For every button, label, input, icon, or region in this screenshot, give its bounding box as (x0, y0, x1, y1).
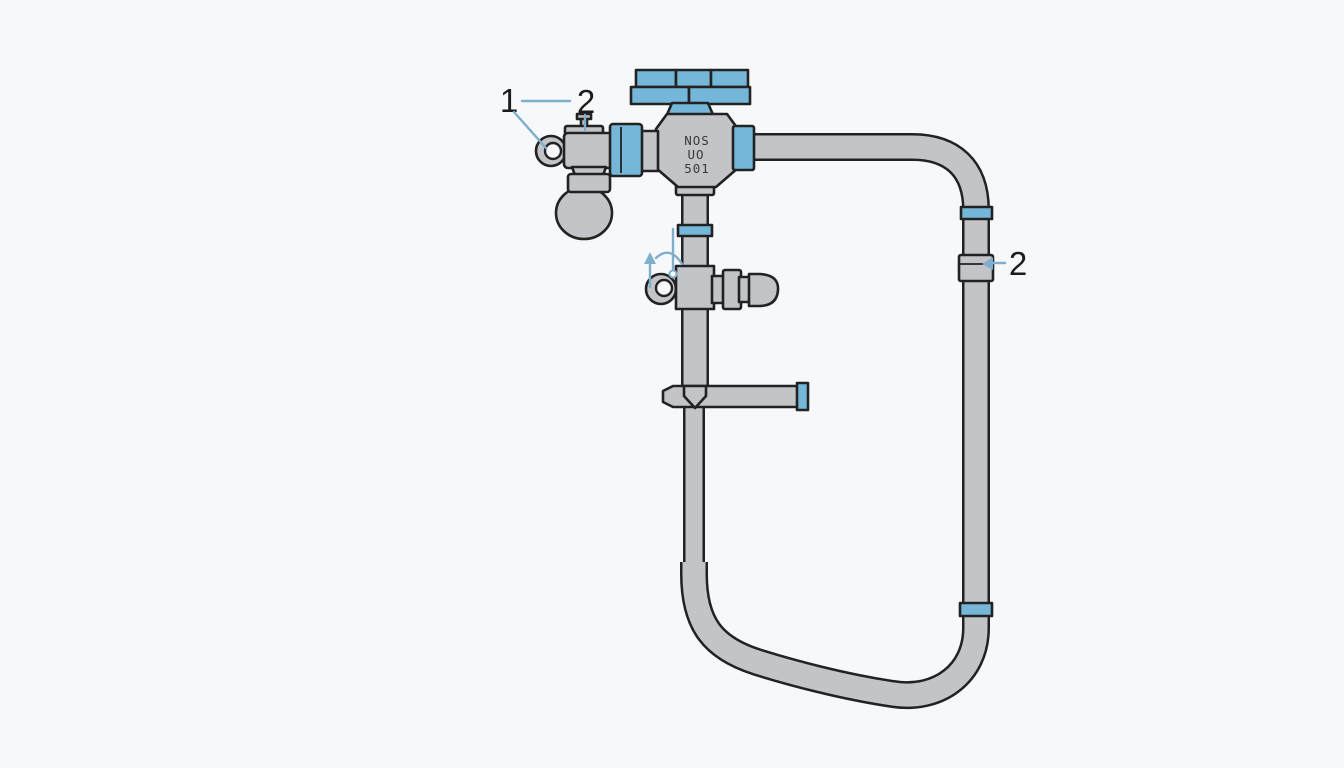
callout-2-top-label: 2 (577, 83, 595, 120)
coupling-nut-left (608, 122, 660, 178)
pipe-run-fills (682, 135, 988, 707)
spud-flange-cap (795, 381, 810, 412)
pull-ring-hole (543, 141, 563, 161)
valve-handwheel (629, 68, 752, 106)
riser-vee-joint (682, 384, 708, 410)
motion-annotation (644, 227, 684, 289)
annotation-point-dot (668, 269, 678, 279)
callout-2-right-arrowhead (982, 257, 993, 270)
drip-bulb (554, 185, 614, 241)
loop-slip-band-lower (958, 601, 994, 618)
callout-1-leader-to-ring (512, 110, 548, 150)
tee-body (674, 264, 716, 311)
pipe-run-outlines (680, 133, 990, 710)
stop-valve-body (562, 131, 615, 170)
callout-2-right: 2 (982, 245, 1027, 282)
pull-ring-lower-hole (654, 278, 674, 298)
cross-fitting (661, 381, 810, 412)
breaker-end-cap (747, 272, 780, 308)
callout-1-label: 1 (500, 82, 518, 119)
lift-arrow-head (644, 252, 656, 264)
coupling-nut-right (731, 124, 756, 172)
supply-loop-pipe (680, 133, 990, 710)
loop-slip-band-upper (959, 205, 994, 221)
riser-slip-band (676, 223, 714, 238)
rotate-arc (654, 251, 684, 266)
stop-valve-assembly (534, 112, 660, 241)
drip-collar (566, 172, 612, 194)
valve-marking-line3: 501 (684, 161, 710, 176)
vacuum-breaker-tee (644, 264, 780, 311)
valve-marking-line2: UO (687, 147, 704, 162)
valve-marking-line1: NOS (684, 133, 710, 148)
callout-2-top: 2 (577, 83, 595, 132)
callout-1: 1 (500, 82, 572, 150)
callout-2-right-label: 2 (1009, 245, 1027, 282)
union-coupling (957, 253, 995, 283)
control-valve: NOS UO 501 (629, 68, 756, 189)
